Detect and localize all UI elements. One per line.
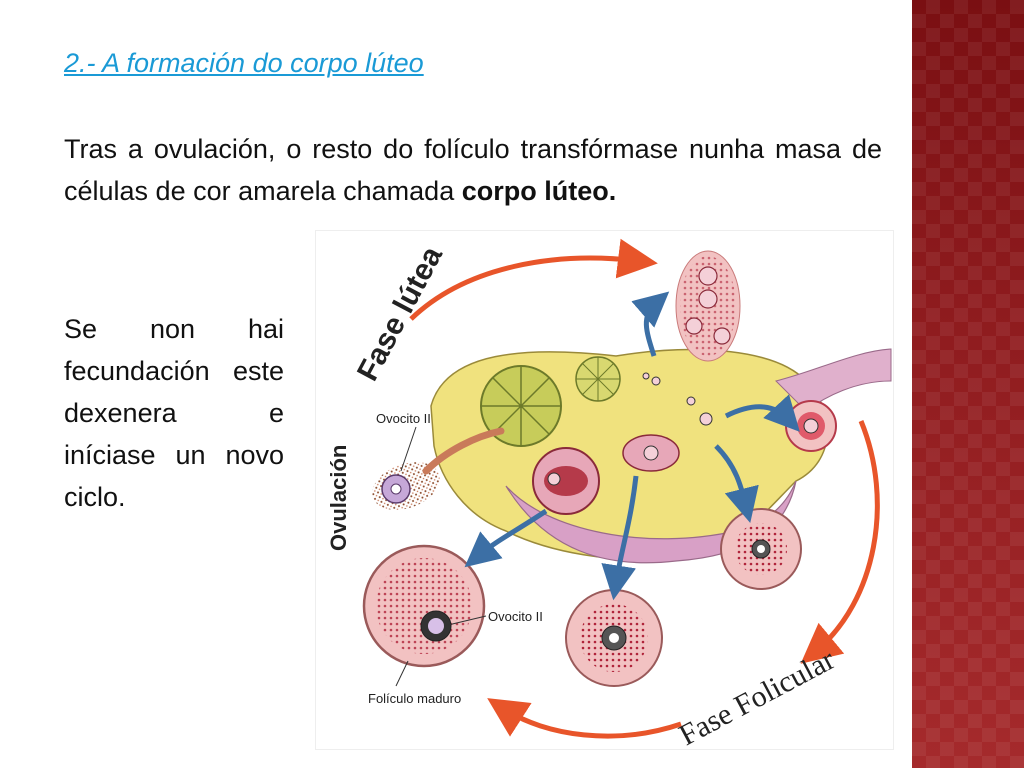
- ovocito-label-bottom: Ovocito II: [488, 609, 543, 624]
- intro-text: Tras a ovulación, o resto do folículo tr…: [64, 134, 882, 206]
- follicle-in-ovary-2: [622, 434, 680, 472]
- cycle-arrow-top: [409, 238, 658, 321]
- ovulacion-label: Ovulación: [326, 445, 351, 551]
- ovarian-cycle-diagram: Fase lútea Ovulación Fase Folicular Ovoc…: [315, 230, 894, 750]
- corpus-luteum-small: [575, 356, 621, 402]
- corpus-luteum-large: [480, 365, 562, 447]
- cycle-arrow-bottom: [487, 698, 682, 739]
- mature-follicle: [362, 544, 486, 668]
- ovocito-label-top: Ovocito II: [376, 411, 431, 426]
- antral-follicle-bottom: [565, 589, 663, 687]
- ovulated-oocyte: [372, 462, 440, 510]
- corpo-luteo-term: corpo lúteo.: [461, 176, 617, 206]
- foliculo-maduro-label: Folículo maduro: [368, 691, 461, 706]
- cycle-arrow-right: [800, 420, 880, 664]
- atretic-follicle: [675, 250, 741, 362]
- fase-lutea-label: Fase lútea: [351, 241, 449, 386]
- fase-folicular-label: Fase Folicular: [674, 643, 840, 749]
- follicle-in-ovary-1: [532, 447, 600, 515]
- decorative-sidebar: [912, 0, 1024, 768]
- intro-paragraph: Tras a ovulación, o resto do folículo tr…: [64, 128, 882, 212]
- slide-title: 2.- A formación do corpo lúteo: [64, 48, 424, 78]
- secondary-follicle-right: [720, 508, 802, 590]
- degeneration-paragraph: Se non hai fecundación este dexenera e i…: [64, 314, 284, 512]
- primary-follicle-right: [785, 400, 837, 452]
